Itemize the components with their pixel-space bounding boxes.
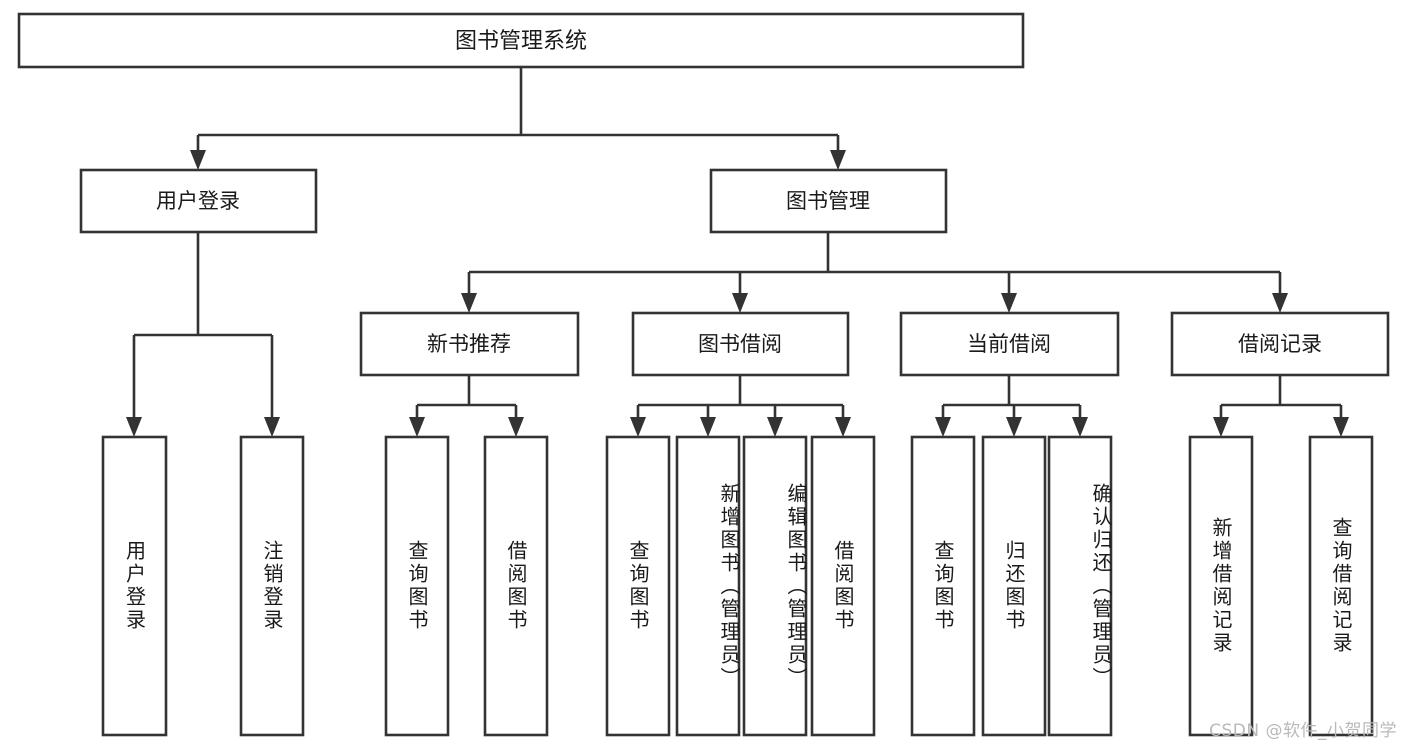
- arrow-to-leaf-borrow-book-newbook: [508, 417, 524, 437]
- arrow-to-leaf-query-book-newbook: [409, 417, 425, 437]
- arrow-to-leaf-confirm-return-admin: [1072, 417, 1088, 437]
- arrow-to-leaf-user-logout: [264, 417, 280, 437]
- csdn-watermark: CSDN @软件_小贺同学: [1209, 721, 1397, 741]
- arrow-to-current-borrow: [1001, 293, 1017, 313]
- node-book-borrow-label: 图书借阅: [698, 332, 782, 356]
- arrow-to-leaf-add-book-admin: [700, 417, 716, 437]
- node-book-borrow-box: [631, 311, 850, 377]
- connector-newbook-to-leaves: [415, 375, 518, 417]
- arrow-to-user-login: [190, 150, 206, 170]
- node-book-management-label: 图书管理: [786, 189, 870, 213]
- leaf-box-query-book-newbook[interactable]: [384, 435, 450, 737]
- node-book-borrow[interactable]: 图书借阅: [631, 311, 850, 377]
- arrow-to-leaf-query-borrow-record: [1333, 417, 1349, 437]
- connector-bookborrow-to-leaves: [636, 375, 845, 417]
- arrow-to-leaf-user-login: [126, 417, 142, 437]
- leaf-box-return-book[interactable]: [981, 435, 1047, 737]
- node-borrow-record[interactable]: 借阅记录: [1170, 311, 1390, 377]
- node-root-box: [17, 12, 1025, 69]
- connector-borrowrecord-to-leaves: [1219, 375, 1343, 417]
- node-book-management[interactable]: 图书管理: [709, 168, 948, 234]
- leaf-boxes-layer: [101, 435, 1374, 737]
- arrow-to-leaf-borrow-book: [835, 417, 851, 437]
- arrow-to-book-manage: [830, 150, 846, 170]
- node-current-borrow[interactable]: 当前借阅: [899, 311, 1120, 377]
- arrow-to-leaf-return-book: [1006, 417, 1022, 437]
- leaf-box-user-logout[interactable]: [239, 435, 305, 737]
- arrow-to-leaf-add-borrow-record: [1213, 417, 1229, 437]
- node-new-book-recommend-box: [359, 311, 580, 377]
- node-user-login-label: 用户登录: [156, 189, 240, 213]
- leaf-box-add-book-admin[interactable]: [675, 435, 741, 737]
- arrow-to-book-borrow: [732, 293, 748, 313]
- leaf-box-borrow-book-newbook[interactable]: [483, 435, 549, 737]
- arrow-to-new-book-recommend: [461, 293, 477, 313]
- leaf-box-user-login[interactable]: [101, 435, 168, 737]
- node-user-login-box: [79, 168, 318, 234]
- leaf-box-query-book-borrow[interactable]: [605, 435, 671, 737]
- connector-currentborrow-to-leaves: [941, 375, 1082, 417]
- node-borrow-record-label: 借阅记录: [1238, 332, 1322, 356]
- arrow-to-borrow-record: [1272, 293, 1288, 313]
- node-borrow-record-box: [1170, 311, 1390, 377]
- connector-bookmanage-to-level3: [467, 232, 1282, 293]
- node-root-label: 图书管理系统: [455, 29, 587, 54]
- arrow-to-leaf-edit-book-admin: [767, 417, 783, 437]
- leaf-box-borrow-book[interactable]: [810, 435, 876, 737]
- leaf-box-edit-book-admin[interactable]: [742, 435, 808, 737]
- node-new-book-recommend[interactable]: 新书推荐: [359, 311, 580, 377]
- connectors-layer: [126, 67, 1349, 437]
- connector-userlogin-to-leaves: [132, 232, 274, 417]
- connector-root-to-level2: [196, 67, 840, 150]
- leaf-box-query-borrow-record[interactable]: [1308, 435, 1374, 737]
- node-book-management-box: [709, 168, 948, 234]
- leaf-box-query-book-current[interactable]: [910, 435, 976, 737]
- node-current-borrow-box: [899, 311, 1120, 377]
- node-new-book-recommend-label: 新书推荐: [427, 332, 511, 356]
- leaf-box-add-borrow-record[interactable]: [1188, 435, 1254, 737]
- node-root-book-management-system[interactable]: 图书管理系统: [17, 12, 1025, 69]
- node-user-login[interactable]: 用户登录: [79, 168, 318, 234]
- arrow-to-leaf-query-book-borrow: [630, 417, 646, 437]
- node-current-borrow-label: 当前借阅: [967, 332, 1051, 356]
- leaf-box-confirm-return-admin[interactable]: [1047, 435, 1113, 737]
- arrow-to-leaf-query-book-current: [935, 417, 951, 437]
